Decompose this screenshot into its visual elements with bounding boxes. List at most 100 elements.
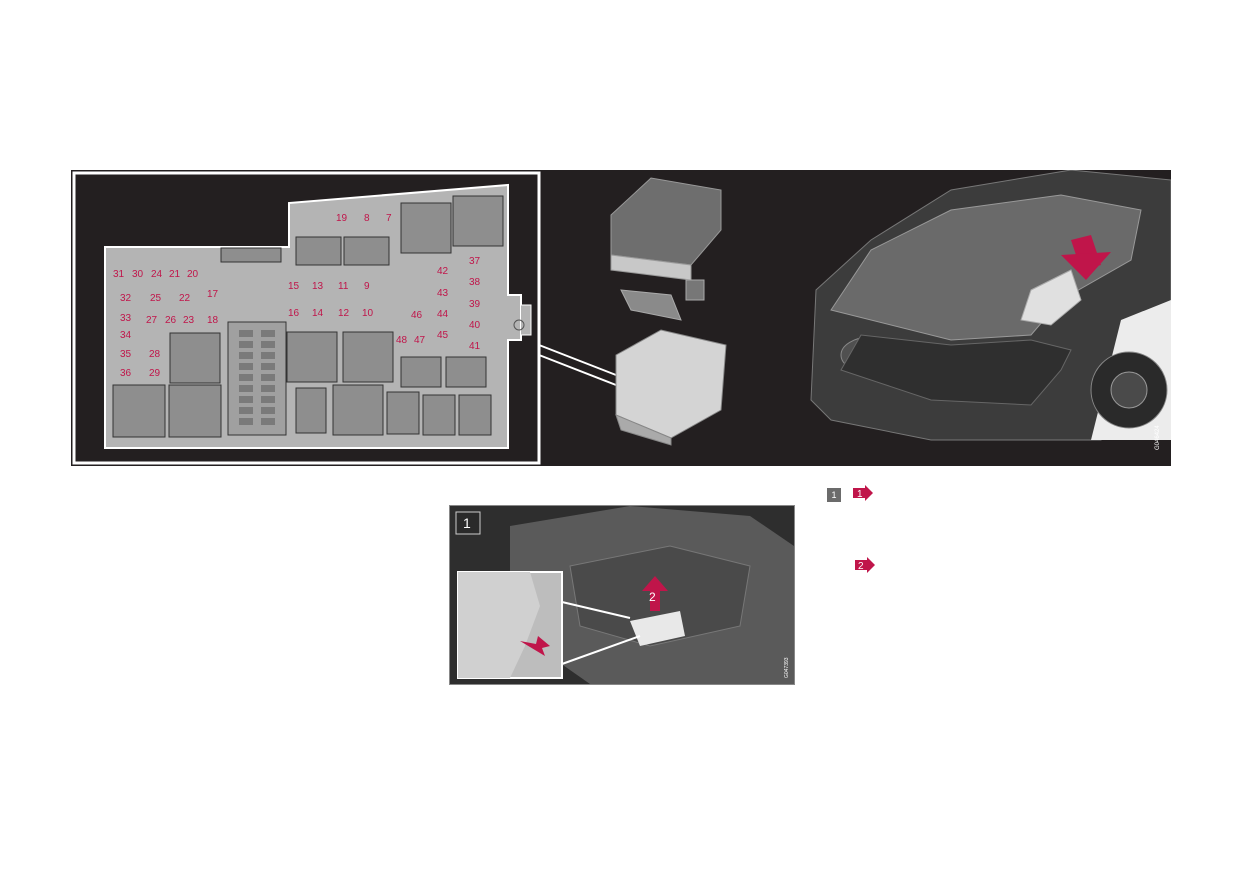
relay-block	[295, 387, 327, 434]
fuse-30: 30	[132, 269, 144, 280]
step-legend: 1 1 2	[827, 483, 1027, 583]
arrow-head-icon	[1061, 252, 1111, 280]
fuse-21: 21	[169, 269, 181, 280]
relay-block	[220, 247, 282, 263]
connector-pin	[261, 374, 275, 381]
fuse-14: 14	[312, 308, 324, 319]
relay-block	[342, 331, 394, 383]
removal-step-figure: 1 2 G047393	[449, 505, 795, 685]
fuse-46: 46	[411, 310, 423, 321]
fuse-32: 32	[120, 293, 132, 304]
removal-step-svg: 1 2 G047393	[450, 506, 794, 684]
fuse-diagram-svg: 19 8 7 31 30 24 21 20 32 25 22 17 33 27 …	[72, 170, 1171, 465]
fuse-12: 12	[338, 308, 350, 319]
fuse-box-latch	[521, 304, 532, 336]
connector-pin	[261, 396, 275, 403]
fuse-20: 20	[187, 269, 199, 280]
connector-pin	[239, 407, 253, 414]
relay-block	[332, 384, 384, 436]
step-2-arrow-icon: 2	[855, 557, 875, 573]
fuse-39: 39	[469, 299, 481, 310]
step-1-arrow-icon: 1	[853, 485, 874, 501]
fuse-35: 35	[120, 349, 132, 360]
fuse-36: 36	[120, 368, 132, 379]
fuse-8: 8	[364, 213, 370, 224]
fuse-25: 25	[150, 293, 162, 304]
connector-pin	[261, 363, 275, 370]
fuse-box-base-illustration	[615, 329, 727, 446]
fuse-9: 9	[364, 281, 370, 292]
fuse-38: 38	[469, 277, 481, 288]
connector-pin	[239, 418, 253, 425]
relay-block	[422, 394, 456, 436]
connector-pin	[261, 385, 275, 392]
connector-pin	[239, 352, 253, 359]
connector-pin	[261, 352, 275, 359]
fuse-15: 15	[288, 281, 300, 292]
fuse-box-overview-figure: 19 8 7 31 30 24 21 20 32 25 22 17 33 27 …	[71, 170, 1171, 466]
relay-block	[286, 331, 338, 383]
fuse-42: 42	[437, 266, 449, 277]
fuse-47: 47	[414, 335, 426, 346]
fuse-box-cover-illustration	[610, 177, 722, 321]
fuse-18: 18	[207, 315, 219, 326]
connector-pin	[239, 396, 253, 403]
fuse-13: 13	[312, 281, 324, 292]
fuse-10: 10	[362, 308, 374, 319]
step-badge: 1	[463, 515, 471, 531]
car-engine-bay-illustration	[810, 170, 1171, 441]
fuse-24: 24	[151, 269, 163, 280]
release-arrow-icon	[520, 636, 550, 656]
fuse-43: 43	[437, 288, 449, 299]
fuse-16: 16	[288, 308, 300, 319]
fuse-27: 27	[146, 315, 158, 326]
connector-pin	[239, 330, 253, 337]
fuse-19: 19	[336, 213, 348, 224]
svg-text:1: 1	[857, 489, 863, 500]
legend-row-2: 2	[853, 557, 877, 573]
fuse-34: 34	[120, 330, 132, 341]
connector-pins	[239, 330, 275, 425]
fuse-37: 37	[469, 256, 481, 267]
connector-pin	[239, 374, 253, 381]
relay-block	[169, 332, 221, 384]
fuse-45: 45	[437, 330, 449, 341]
relay-block	[343, 236, 390, 266]
fuse-labels: 19 8 7 31 30 24 21 20 32 25 22 17 33 27 …	[113, 213, 481, 379]
connector-pin	[261, 330, 275, 337]
fuse-11: 11	[338, 281, 349, 292]
figure-badge: 1	[827, 488, 841, 502]
fuse-33: 33	[120, 313, 132, 324]
fuse-29: 29	[149, 368, 161, 379]
central-connector	[227, 321, 287, 436]
step-image-code: G047393	[784, 657, 790, 678]
connector-pin	[239, 363, 253, 370]
fuse-22: 22	[179, 293, 191, 304]
latch-hole	[513, 319, 525, 331]
fuse-26: 26	[165, 315, 177, 326]
legend-row-1: 1 1	[827, 485, 875, 502]
relay-block	[452, 195, 504, 247]
fuse-48: 48	[396, 335, 408, 346]
connector-pin	[261, 407, 275, 414]
step-badge-box	[455, 511, 481, 535]
relay-block	[168, 384, 222, 438]
lift-arrow-icon	[642, 576, 668, 611]
fuse-7: 7	[386, 213, 392, 224]
fuse-31: 31	[113, 269, 125, 280]
relay-block	[386, 391, 420, 435]
relay-block	[295, 236, 342, 266]
relay-block	[445, 356, 487, 388]
detail-leader-lines	[561, 601, 641, 665]
image-code: G046424	[1155, 425, 1161, 450]
connector-pin	[261, 341, 275, 348]
fuse-44: 44	[437, 309, 449, 320]
fuse-23: 23	[183, 315, 195, 326]
relay-block	[112, 384, 166, 438]
connector-pin	[261, 418, 275, 425]
connector-pin	[239, 385, 253, 392]
svg-text:2: 2	[858, 561, 864, 572]
relay-block	[400, 356, 442, 388]
fuse-40: 40	[469, 320, 481, 331]
leader-lines	[538, 344, 617, 386]
